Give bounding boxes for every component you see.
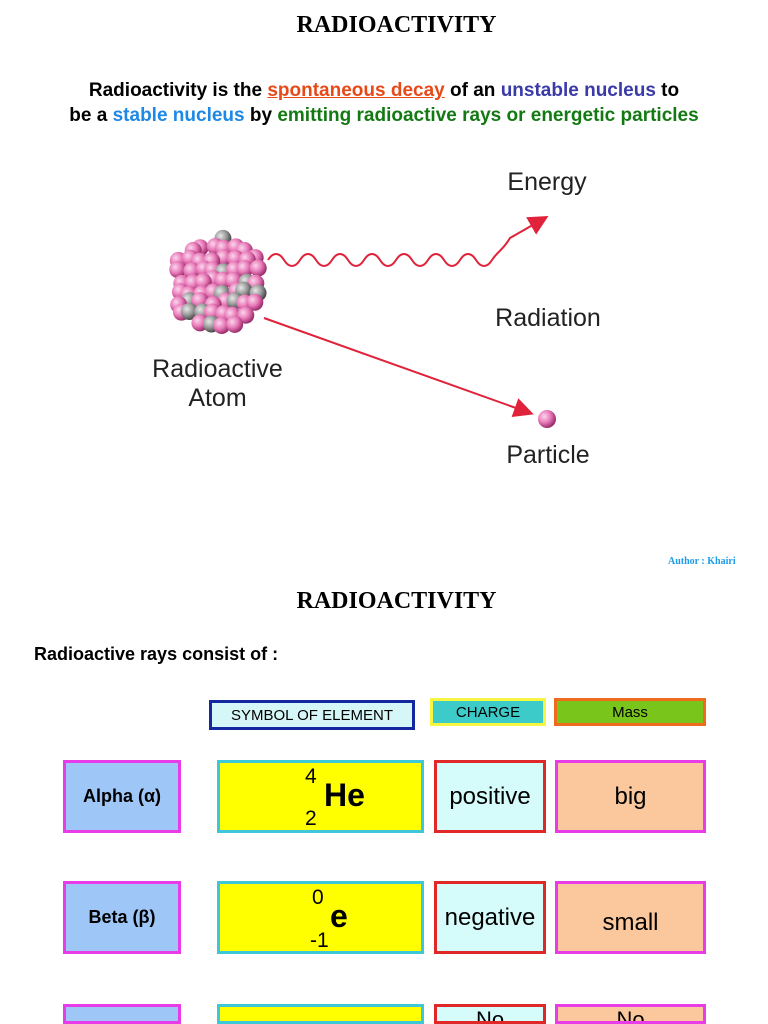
unstable-nucleus-text: unstable nucleus [500, 80, 656, 101]
element-symbol: He [324, 777, 365, 813]
symbol-cell-gamma [217, 1004, 424, 1024]
definition-text: Radioactivity is the [88, 80, 268, 101]
energy-label: Energy [507, 168, 587, 196]
emitting-rays-text: emitting radioactive rays or energetic p… [277, 105, 699, 126]
charge-cell-beta: negative [434, 881, 546, 954]
charge-cell-alpha: positive [434, 760, 546, 833]
symbol-cell-alpha: 4 2 He [217, 760, 424, 833]
author-credit: Author : Khairi [668, 556, 736, 567]
symbol-header: SYMBOL OF ELEMENT [209, 700, 415, 730]
mass-cell-alpha: big [555, 760, 706, 833]
atom-label-line-1: Radioactive [152, 355, 283, 383]
nucleon [169, 261, 187, 279]
particle-label: Particle [506, 441, 590, 469]
mass-cell-beta: small [555, 881, 706, 954]
radioactive-atom-label: Radioactive Atom [130, 355, 305, 413]
definition-text: to [655, 80, 680, 101]
stable-nucleus-text: stable nucleus [112, 105, 245, 126]
ray-name-beta: Beta (β) [63, 881, 181, 954]
spontaneous-decay-link[interactable]: spontaneous decay [267, 80, 445, 101]
definition-text: be a [69, 105, 113, 126]
radiation-label: Radiation [495, 304, 601, 332]
nucleon [226, 315, 244, 333]
nucleon [213, 317, 231, 335]
definition-text: of an [444, 80, 501, 101]
symbol-cell-beta: 0 -1 e [217, 881, 424, 954]
definition-line-1: Radioactivity is the spontaneous decay o… [0, 80, 768, 102]
atomic-number: 2 [305, 807, 317, 830]
energy-wave-arrow [267, 216, 549, 267]
element-symbol: e [330, 898, 348, 934]
rays-intro-text: Radioactive rays consist of : [34, 644, 279, 664]
slide2-title: RADIOACTIVITY [296, 588, 497, 614]
particle-arrow [263, 317, 534, 418]
ray-name-alpha: Alpha (α) [63, 760, 181, 833]
radioactive-atom-diagram [169, 216, 556, 428]
nucleon [236, 260, 254, 278]
particle-icon [538, 410, 556, 428]
definition-line-2: be a stable nucleus by emitting radioact… [0, 105, 768, 127]
charge-cell-gamma: No [434, 1004, 546, 1024]
charge-header: CHARGE [430, 698, 546, 726]
mass-header: Mass [554, 698, 706, 726]
ray-name-gamma [63, 1004, 181, 1024]
mass-cell-gamma: No [555, 1004, 706, 1024]
definition-text: by [244, 105, 278, 126]
mass-number: 4 [305, 765, 317, 788]
nucleon [249, 259, 267, 277]
nucleon [180, 303, 198, 321]
atomic-number: -1 [310, 929, 329, 952]
atom-label-line-2: Atom [188, 384, 247, 412]
nucleon [246, 293, 264, 311]
nucleus-icon [169, 229, 267, 335]
slide1-title: RADIOACTIVITY [296, 12, 497, 38]
mass-number: 0 [312, 886, 324, 909]
